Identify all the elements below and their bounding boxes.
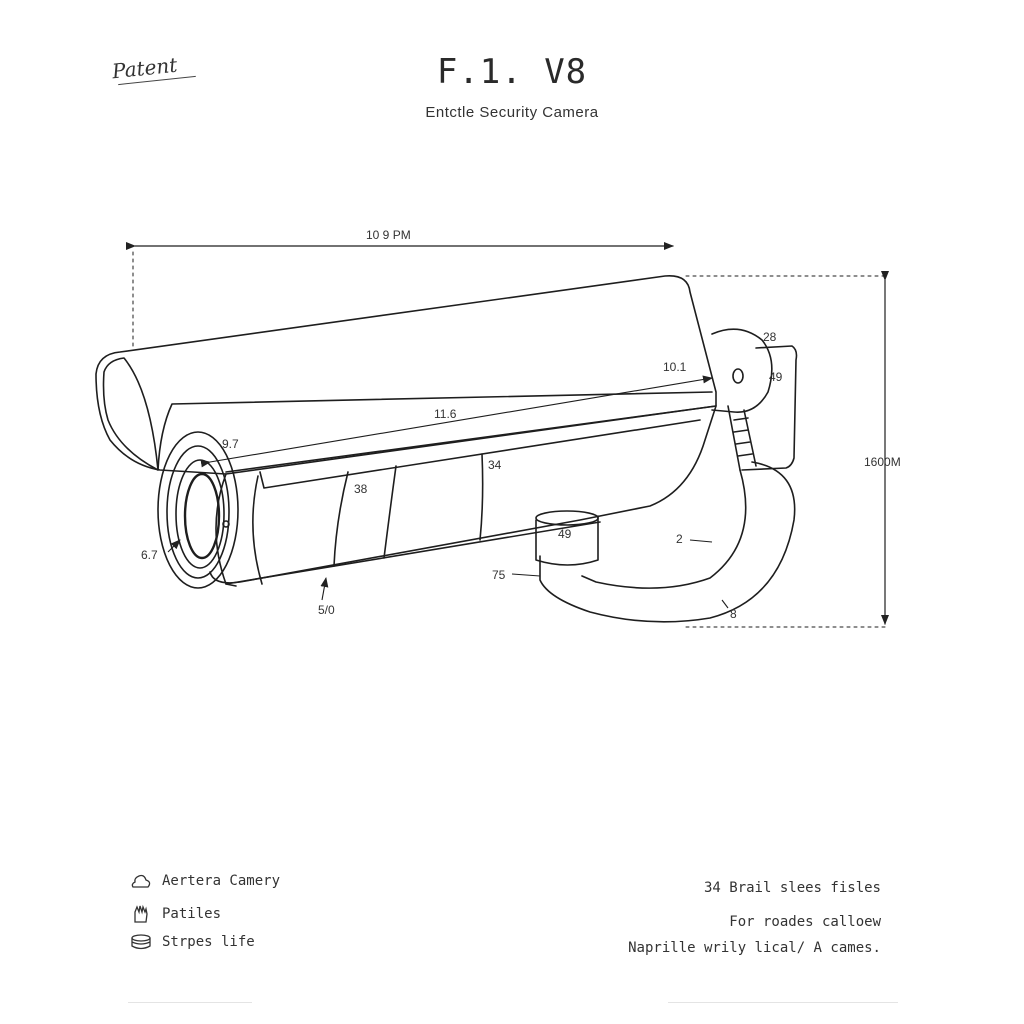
bottom-label: 5/0: [318, 603, 335, 617]
hood-mid-label: 11.6: [434, 407, 457, 421]
wall-plate: [741, 345, 798, 471]
legend-item: Strpes life: [130, 933, 255, 951]
sun-hood-inner: [102, 357, 159, 471]
lens-ring-2: [175, 459, 225, 569]
mount-collar: [535, 515, 599, 566]
body-ring-1: [333, 471, 349, 567]
base-leader: [511, 573, 541, 577]
note-line: 34 Brail slees fisles: [703, 880, 881, 896]
bottom-leader: [320, 577, 329, 601]
arm-low-leader: [721, 599, 729, 609]
hand-icon: [134, 904, 148, 923]
bracket-screw: [732, 368, 744, 384]
lens-label: 6.7: [141, 548, 158, 562]
lens-ring-3: [183, 472, 221, 560]
body-ring-3: [479, 453, 484, 541]
height-label: 1600M: [864, 455, 901, 469]
body-bottom-edge: [225, 521, 601, 585]
legend-label: Strpes life: [162, 934, 255, 950]
body-ring-2: [383, 465, 397, 559]
cloud-icon: [131, 874, 151, 888]
sun-hood: [95, 275, 717, 475]
footer-divider: [668, 1002, 898, 1003]
bracket-hinge: [727, 405, 757, 471]
lens-leader: [167, 539, 181, 553]
legend-label: Aertera Camery: [162, 873, 281, 889]
hood-front-label: 9.7: [222, 437, 239, 451]
mount-collar-label: 49: [558, 527, 572, 541]
camera-body: [209, 405, 717, 584]
note-line: Naprille wrily lical/ A cames.: [628, 940, 881, 956]
arm-low-label: 8: [730, 607, 737, 621]
bracket-side-label: 49: [769, 370, 783, 384]
bracket-collar: [711, 328, 773, 413]
legend-item: Aertera Camery: [130, 872, 280, 890]
bracket-top-label: 28: [763, 330, 777, 344]
hood-flange: [259, 419, 701, 489]
body-front-band: [215, 473, 237, 587]
page-subtitle: Entctle Security Camera: [425, 104, 599, 121]
mount-arm: [539, 461, 796, 623]
lens-screw: [222, 520, 230, 528]
hood-end-label: 10.1: [663, 360, 687, 374]
hood-dimension-line: [200, 375, 713, 468]
note-line: For roades calloew: [729, 914, 881, 930]
lens-ring-1: [166, 445, 230, 579]
top-length-label: 10 9 PM: [366, 228, 411, 242]
mount-arm-inner: [581, 469, 747, 589]
legend-item: Patiles: [130, 904, 221, 924]
page-title: F.1. V8: [436, 52, 588, 92]
mount-collar-top: [535, 510, 599, 526]
body-center-label: 34: [488, 458, 502, 472]
lens-outer: [157, 431, 239, 589]
body-ring-label: 38: [354, 482, 368, 496]
legend-label: Patiles: [162, 906, 222, 922]
arm-leader: [689, 539, 713, 543]
footer-divider: [128, 1002, 252, 1003]
mount-base-label: 75: [492, 568, 506, 582]
stack-icon: [131, 934, 151, 950]
arm-mid-label: 2: [676, 532, 683, 546]
body-rear-ring: [252, 475, 263, 585]
sun-hood-lip: [157, 391, 713, 471]
